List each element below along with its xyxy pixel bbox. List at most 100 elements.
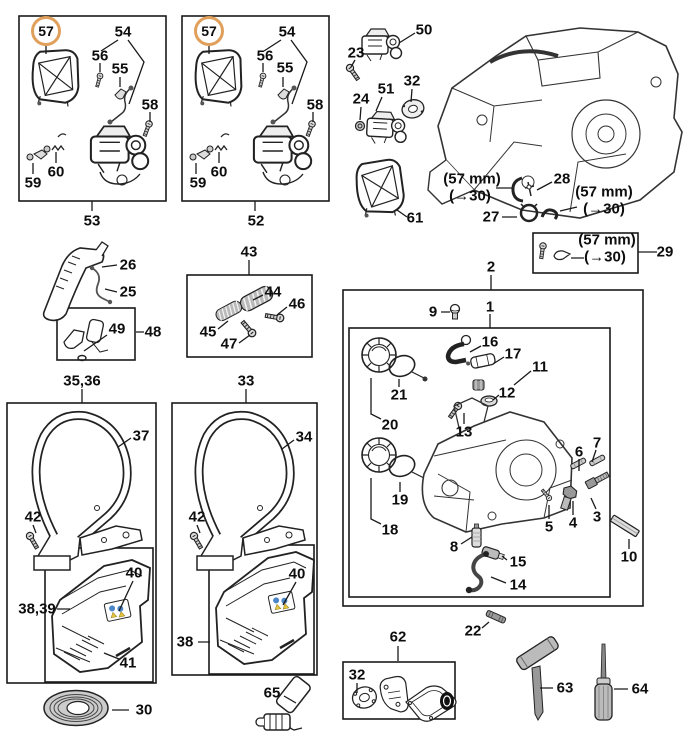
- t-wrench-63-drawing: [516, 636, 559, 722]
- part-label-54-a: 54: [114, 23, 132, 41]
- part-label-58-a: 58: [141, 96, 159, 114]
- part-label-57mm-3: (57 mm): [578, 231, 636, 249]
- part-label-60-b: 60: [210, 163, 228, 181]
- part-label-64: 64: [631, 680, 649, 698]
- part-label-20: 20: [381, 416, 399, 434]
- part-label-2: 2: [486, 258, 496, 276]
- part-label-46: 46: [288, 295, 306, 313]
- group-box-1: [348, 327, 611, 598]
- part-label-57-a: 57: [31, 16, 61, 46]
- grommet-12-drawing: [480, 395, 498, 407]
- bolt-4-drawing: [560, 485, 578, 511]
- group-box-43: [186, 274, 313, 358]
- part-label-8: 8: [449, 538, 459, 556]
- part-label-28: 28: [553, 170, 571, 188]
- part-label-50: 50: [415, 21, 433, 39]
- part-label-32-a: 32: [403, 72, 421, 90]
- part-label-5: 5: [544, 518, 554, 536]
- part-label-57mm-1: (57 mm): [443, 170, 501, 188]
- fuel-line-coil-30-drawing: [43, 689, 109, 727]
- part-label-3: 3: [592, 508, 602, 526]
- stud-22-drawing: [485, 610, 507, 624]
- handlebar-37-drawing: [34, 415, 142, 570]
- vent-hose-16-drawing: [445, 334, 472, 365]
- valve-8-drawing: [471, 523, 482, 548]
- pin-10-drawing: [610, 514, 640, 538]
- group-box-29: [532, 232, 639, 274]
- part-label-57-b: 57: [194, 16, 224, 46]
- screw-46-drawing: [264, 311, 286, 324]
- group-box-2: [342, 289, 644, 607]
- part-label-18: 18: [381, 521, 399, 539]
- part-label-38: 38: [176, 633, 194, 651]
- cap-18-19-drawing: [361, 437, 429, 483]
- part-label-56-b: 56: [256, 47, 274, 65]
- part-label-4: 4: [568, 514, 578, 532]
- screw-9-drawing: [449, 303, 461, 320]
- part-label-65: 65: [263, 684, 281, 702]
- clamp-27-drawing: [519, 203, 559, 223]
- handlebar-34-drawing: [197, 415, 305, 570]
- part-label-42-a: 42: [24, 508, 42, 526]
- pin-7-drawing: [589, 454, 606, 467]
- group-box-frames: [6, 232, 644, 720]
- part-label-26: 26: [119, 256, 137, 274]
- clamp-28-drawing: [511, 176, 535, 203]
- barrel-11-drawing: [472, 379, 485, 391]
- powerhead-drawing: [427, 27, 683, 219]
- part-label-11: 11: [532, 358, 548, 376]
- grip-molding-26-drawing: [42, 241, 109, 322]
- part-label-38-39: 38,39: [18, 600, 56, 618]
- group-box-62: [342, 661, 456, 720]
- part-label-12: 12: [498, 384, 516, 402]
- part-label-59-b: 59: [189, 174, 207, 192]
- part-label-to30-2: (→30): [583, 200, 625, 218]
- part-label-29: 29: [656, 243, 674, 261]
- part-label-62: 62: [389, 628, 407, 646]
- part-label-42-b: 42: [188, 508, 206, 526]
- part-label-40-b: 40: [288, 565, 306, 583]
- part-label-to30-3: (→30): [584, 248, 626, 266]
- screwdriver-64-drawing: [594, 643, 613, 721]
- part-label-61: 61: [406, 209, 424, 227]
- spring-45-drawing: [213, 298, 245, 324]
- part-label-41: 41: [119, 654, 137, 672]
- part-label-54-b: 54: [278, 23, 296, 41]
- part-label-24: 24: [352, 90, 370, 108]
- part-label-13: 13: [455, 423, 473, 441]
- part-label-17: 17: [504, 345, 522, 363]
- part-label-9: 9: [428, 303, 438, 321]
- gasket-32-drawing: [401, 99, 425, 119]
- part-label-57mm-2: (57 mm): [575, 183, 633, 201]
- part-label-60-a: 60: [47, 163, 65, 181]
- part-label-56-a: 56: [91, 47, 109, 65]
- part-label-30: 30: [135, 701, 153, 719]
- spring-wire-25-drawing: [89, 265, 113, 305]
- part-label-35-36: 35,36: [63, 372, 101, 390]
- part-label-58-b: 58: [306, 96, 324, 114]
- part-label-15: 15: [509, 553, 527, 571]
- part-label-43: 43: [240, 243, 258, 261]
- part-label-55-b: 55: [276, 59, 294, 77]
- part-label-27: 27: [482, 208, 500, 226]
- part-label-16: 16: [481, 333, 499, 351]
- screw-23-drawing: [344, 62, 362, 83]
- part-label-14: 14: [509, 576, 527, 594]
- part-label-10: 10: [620, 548, 638, 566]
- cap-21-drawing: [361, 337, 429, 383]
- part-label-1: 1: [485, 298, 495, 316]
- group-box-48: [56, 307, 136, 361]
- fitting-3-drawing: [584, 471, 610, 490]
- part-label-33: 33: [237, 372, 255, 390]
- part-label-63: 63: [556, 679, 574, 697]
- part-label-48: 48: [144, 323, 162, 341]
- carburetor-51-drawing: [365, 110, 408, 146]
- nut-24-drawing: [354, 120, 366, 132]
- part-label-32-b: 32: [348, 666, 366, 684]
- part-label-40-a: 40: [125, 564, 143, 582]
- part-label-44: 44: [264, 283, 282, 301]
- screw-42a-drawing: [24, 530, 41, 551]
- part-label-25: 25: [119, 283, 137, 301]
- part-label-21: 21: [390, 386, 408, 404]
